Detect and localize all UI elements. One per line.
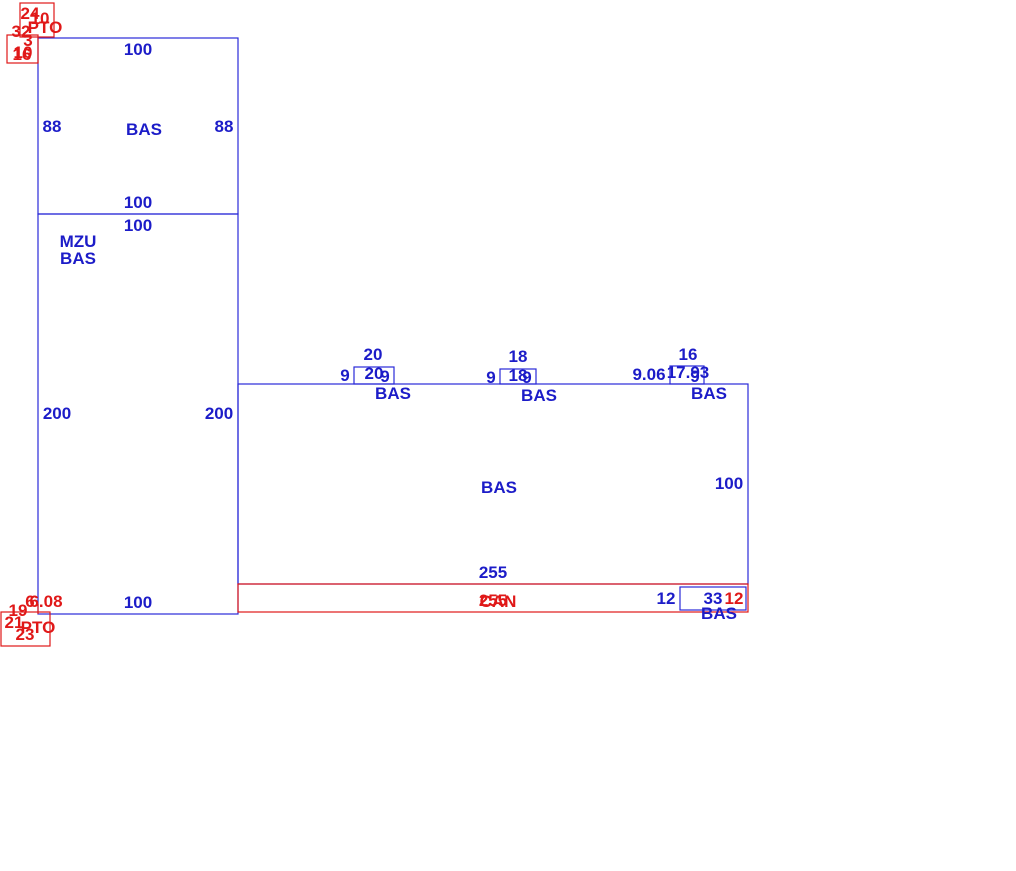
bay-2-outline: [499, 368, 537, 385]
strip-code: CAN: [480, 592, 517, 611]
upper-room-dim-left: 88: [43, 117, 62, 136]
corner-box-dim-left: 12: [657, 589, 676, 608]
topleft-pto-code: PTO: [28, 18, 63, 37]
lower-room-code-2: BAS: [60, 249, 96, 268]
corner-box-outline: [679, 586, 747, 611]
corner-box-dim-top: 33: [704, 589, 723, 608]
botleft-pto-n4: 21: [5, 613, 24, 632]
botleft-pto-n5: 23: [16, 625, 35, 644]
topleft-pto-n4: 3: [23, 31, 32, 50]
strip-outline: [237, 583, 749, 613]
main-room-dim-right: 100: [715, 474, 743, 493]
bay-1-code: BAS: [375, 384, 411, 403]
lower-room-dim-right: 200: [205, 404, 233, 423]
bay-3-dim-right: 9: [690, 367, 699, 386]
bay-3-dim-left: 9.06: [632, 365, 665, 384]
bay-1-outline: [353, 366, 395, 385]
bay-1-dim-right: 9: [380, 367, 389, 386]
botleft-pto-code: PTO: [21, 618, 56, 637]
upper-room-dim-right: 88: [215, 117, 234, 136]
topleft-pto-lower-box: [6, 34, 39, 64]
bay-2-dim-right: 9: [522, 368, 531, 387]
upper-room-dim-top: 100: [124, 40, 152, 59]
topleft-pto-n2: 10: [31, 9, 50, 28]
botleft-pto-n3: 19: [9, 601, 28, 620]
bay-1-dim-inner: 20: [365, 364, 384, 383]
bay-2-dim-left: 9: [486, 368, 495, 387]
main-room-dim-bottom: 255: [479, 563, 507, 582]
topleft-pto-upper-box: [19, 2, 55, 38]
botleft-pto-box: [0, 611, 51, 647]
bay-1-dim-top: 20: [364, 345, 383, 364]
corner-box-code: BAS: [701, 604, 737, 623]
botleft-pto-n2: 6.08: [29, 592, 62, 611]
upper-room-code: BAS: [126, 120, 162, 139]
main-room-code: BAS: [481, 478, 517, 497]
upper-room-dim-bottom: 100: [124, 193, 152, 212]
lower-room-code-1: MZU: [60, 232, 97, 251]
topleft-pto-n1: 24: [21, 4, 40, 23]
bay-3-code: BAS: [691, 384, 727, 403]
bay-3-outline: [669, 365, 705, 385]
topleft-pto-n6: 16: [13, 45, 32, 64]
topleft-pto-n3: 32: [12, 22, 31, 41]
strip-dim-bottom: 255: [479, 591, 507, 610]
botleft-pto-n1: 6: [25, 592, 34, 611]
bay-3-dim-inner: 17.93: [667, 363, 710, 382]
lower-room-dim-bottom: 100: [124, 593, 152, 612]
corner-box-dim-right: 12: [725, 589, 744, 608]
bay-2-code: BAS: [521, 386, 557, 405]
bay-1-dim-left: 9: [340, 366, 349, 385]
bay-2-dim-inner: 18: [509, 366, 528, 385]
topleft-pto-n5: 10: [14, 43, 33, 62]
bay-3-dim-top: 16: [679, 345, 698, 364]
bay-2-dim-top: 18: [509, 347, 528, 366]
lower-room-dim-left: 200: [43, 404, 71, 423]
lower-room-dim-top: 100: [124, 216, 152, 235]
